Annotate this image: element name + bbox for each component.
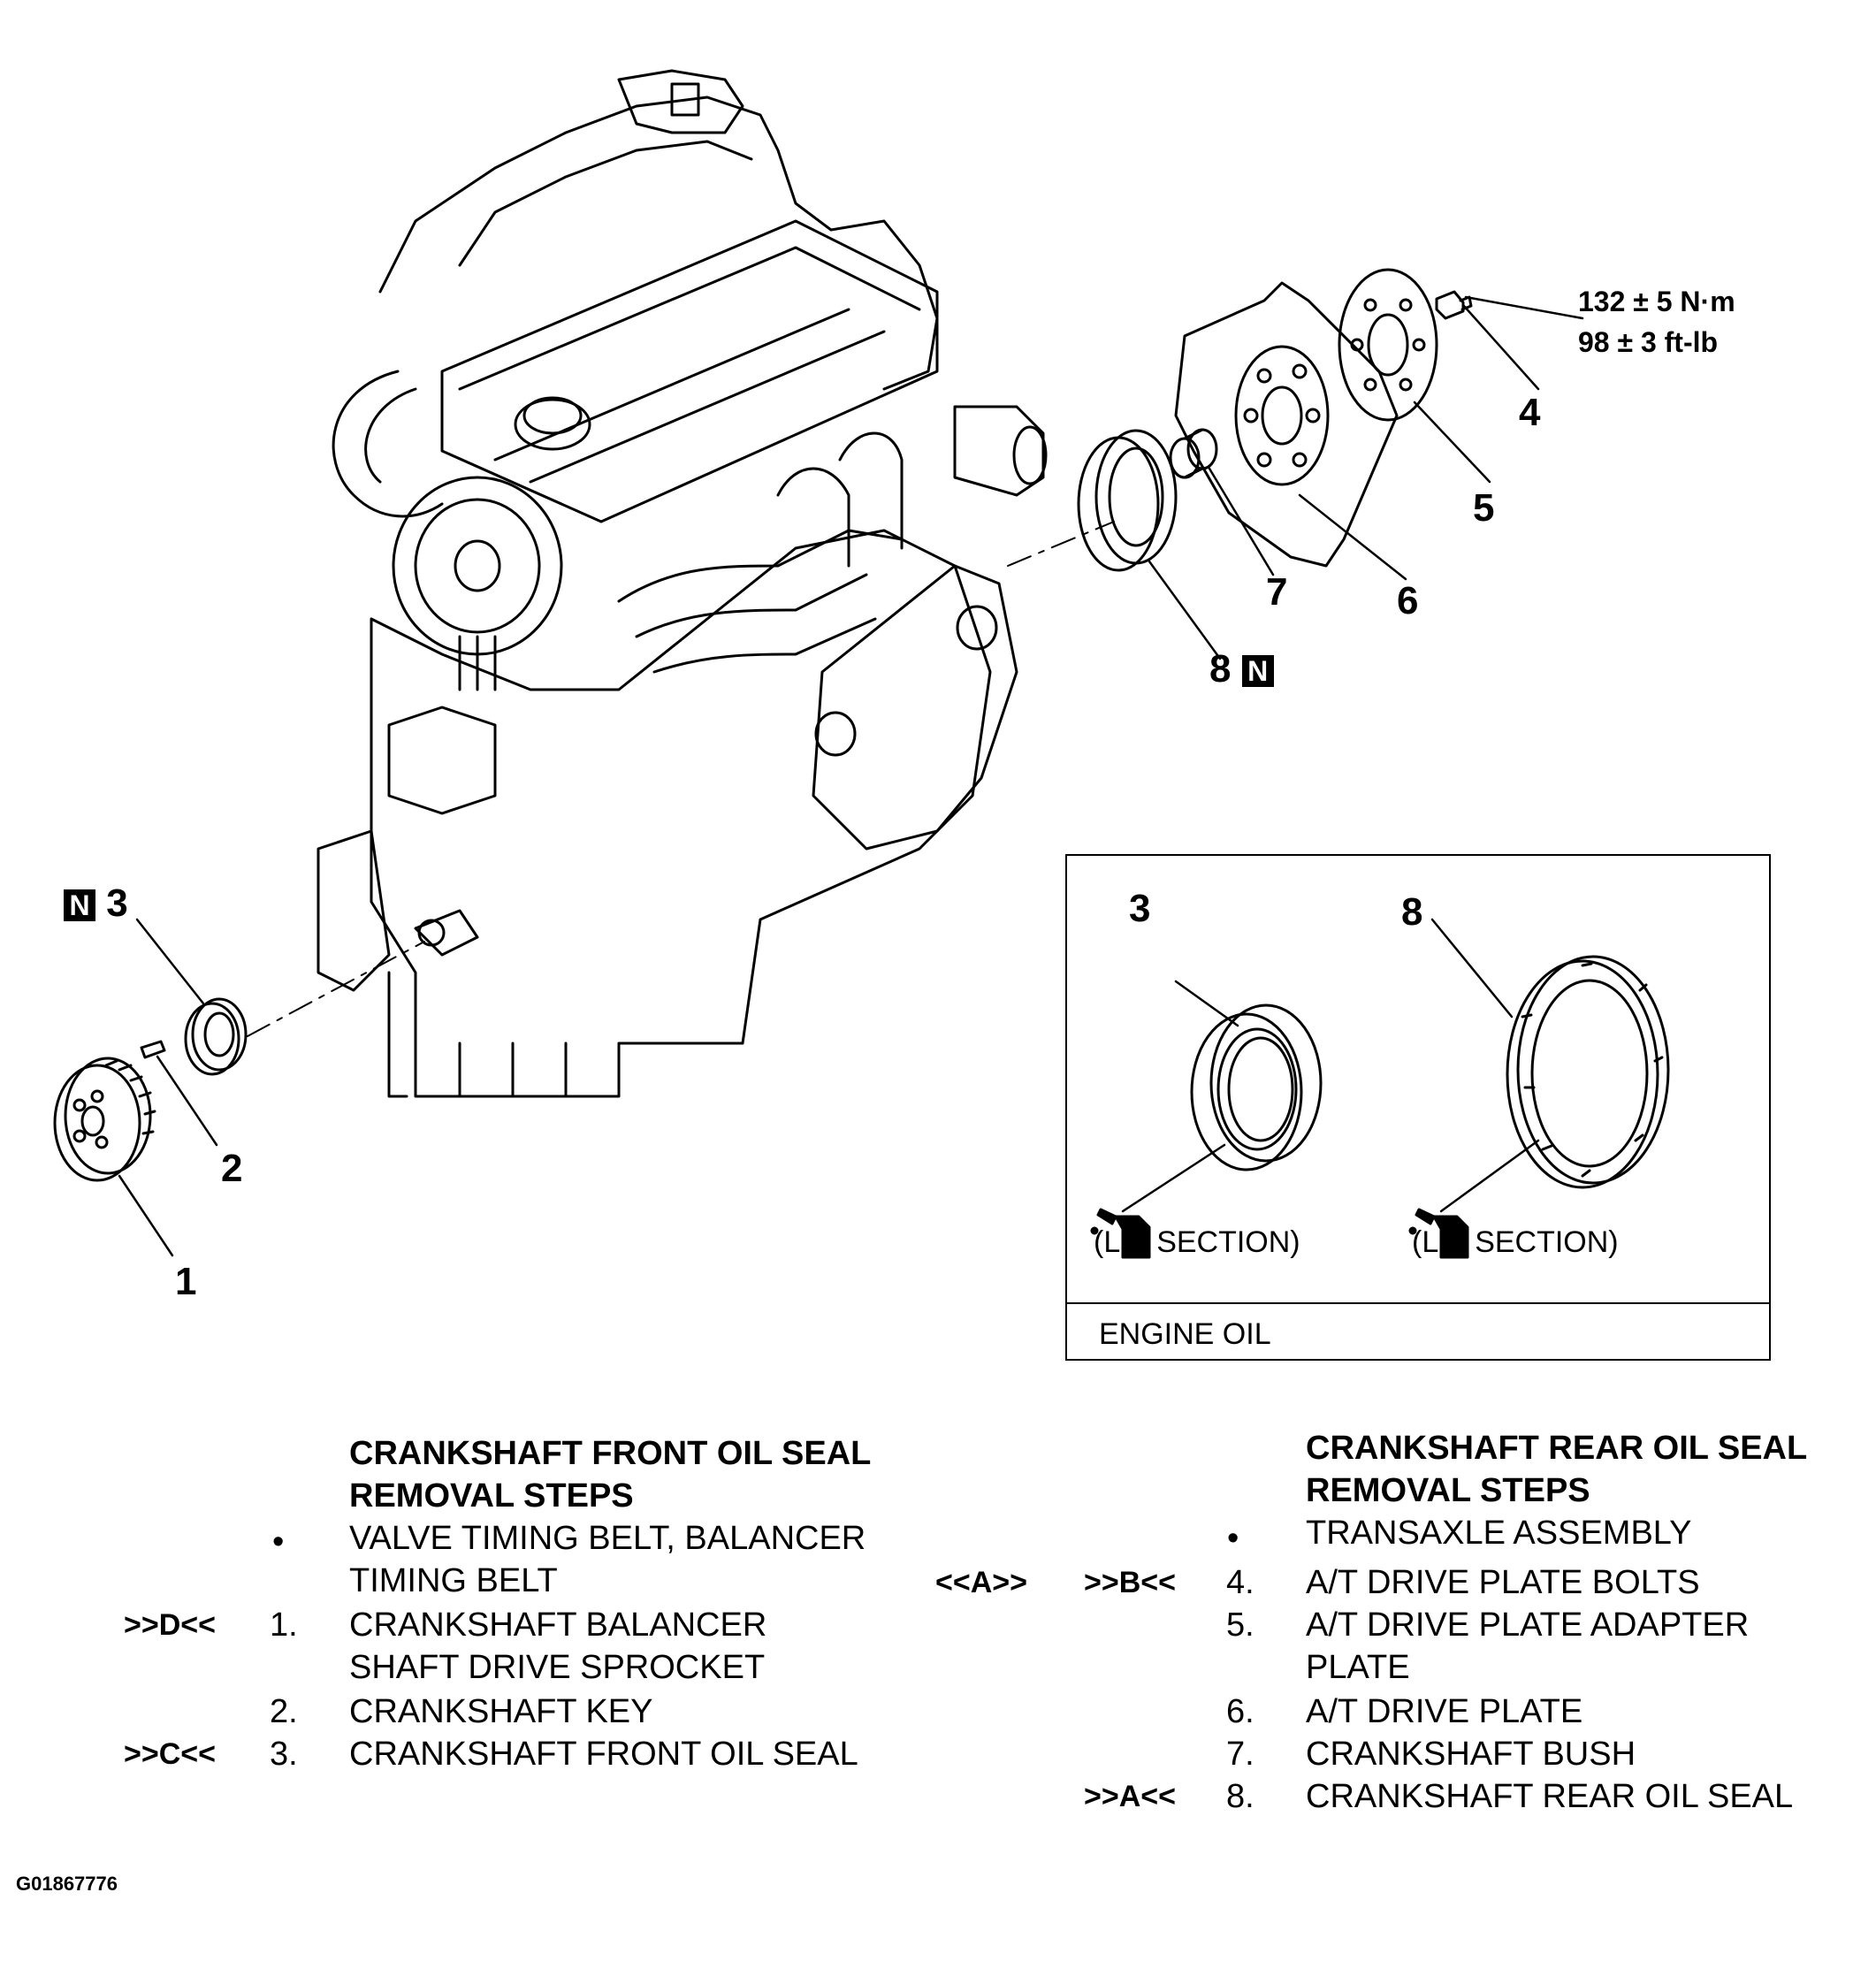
leader-line-6	[1298, 493, 1407, 581]
lip-section-label-right: (LIP SECTION)	[1412, 1225, 1619, 1259]
part-3-front-seal-drawing	[184, 997, 248, 1076]
rear-step-ref: <<A>>	[935, 1566, 1027, 1599]
callout-6: 6	[1397, 579, 1419, 622]
lip-section-label-left: (LIP SECTION)	[1094, 1225, 1300, 1259]
inset-lip-leader-3	[1121, 1143, 1226, 1213]
inset-divider	[1067, 1302, 1769, 1304]
callout-2: 2	[221, 1147, 243, 1190]
rear-step-ref: >>B<<	[1084, 1566, 1176, 1599]
torque-metric: 132 ± 5 N·m	[1578, 286, 1735, 317]
callout-1: 1	[175, 1260, 197, 1303]
front-steps-title-2: REMOVAL STEPS	[349, 1477, 634, 1515]
rear-step-ref: >>A<<	[1084, 1780, 1176, 1813]
rear-step-line: PLATE	[1306, 1649, 1410, 1686]
rear-steps-title-1: CRANKSHAFT REAR OIL SEAL	[1306, 1430, 1808, 1467]
front-steps-title-1: CRANKSHAFT FRONT OIL SEAL	[349, 1435, 872, 1472]
rear-step-number: 6.	[1226, 1693, 1254, 1730]
bullet-icon: •	[272, 1523, 285, 1560]
callout-8-group: 8 N	[1209, 650, 1274, 689]
front-step-line: CRANKSHAFT KEY	[349, 1693, 653, 1730]
leader-line-3	[135, 918, 205, 1005]
new-part-badge-icon: N	[1241, 655, 1274, 688]
rear-step-line: CRANKSHAFT BUSH	[1306, 1736, 1636, 1773]
rear-step-line: A/T DRIVE PLATE BOLTS	[1306, 1564, 1700, 1601]
callout-3-group: N 3	[64, 884, 128, 923]
inset-seal-8-drawing	[1506, 955, 1670, 1189]
callout-3: 3	[106, 881, 128, 925]
front-step-ref: >>C<<	[124, 1737, 216, 1771]
engine-oil-can-icon	[1090, 1208, 1151, 1259]
front-step-number: 2.	[270, 1693, 298, 1730]
part-2-key-drawing	[140, 1040, 166, 1059]
leader-line-8	[1148, 560, 1222, 660]
part-8-rear-seal-drawing	[1077, 429, 1178, 572]
bullet-icon: •	[1227, 1520, 1239, 1557]
engine-oil-inset: 3 8 (LIP SECTION) (LIP SECTION) ENGINE O…	[1065, 854, 1771, 1361]
part-6-drive-plate-drawing	[1174, 281, 1399, 568]
part-4-bolt-drawing	[1435, 290, 1473, 320]
leader-line-4	[1461, 303, 1540, 391]
front-step-line: VALVE TIMING BELT, BALANCER	[349, 1520, 866, 1557]
new-part-badge-icon: N	[64, 889, 95, 922]
callout-7: 7	[1266, 570, 1288, 614]
part-1-sprocket-drawing	[53, 1057, 156, 1182]
leader-line-5	[1413, 401, 1491, 484]
callout-5: 5	[1473, 486, 1495, 530]
inset-callout-3: 3	[1129, 887, 1151, 930]
torque-imperial: 98 ± 3 ft-lb	[1578, 326, 1719, 358]
front-step-number: 3.	[270, 1736, 298, 1773]
rear-step-number: 5.	[1226, 1606, 1254, 1644]
leader-line-2	[156, 1055, 218, 1147]
part-5-adapter-plate-drawing	[1338, 268, 1438, 422]
rear-step-line: A/T DRIVE PLATE ADAPTER	[1306, 1606, 1750, 1644]
front-step-number: 1.	[270, 1606, 298, 1644]
rear-step-number: 8.	[1226, 1778, 1254, 1815]
callout-8: 8	[1209, 647, 1232, 691]
inset-lip-leader-8	[1439, 1139, 1540, 1213]
front-step-ref: >>D<<	[124, 1608, 216, 1642]
leader-line-1	[118, 1174, 174, 1257]
front-step-line: CRANKSHAFT BALANCER	[349, 1606, 767, 1644]
rear-step-number: 7.	[1226, 1736, 1254, 1773]
rear-steps-title-2: REMOVAL STEPS	[1306, 1472, 1590, 1509]
rear-step-line: TRANSAXLE ASSEMBLY	[1306, 1515, 1692, 1552]
engine-assembly-drawing	[316, 69, 1048, 1098]
torque-leader-line	[1464, 295, 1584, 320]
inset-leader-8	[1430, 918, 1514, 1019]
engine-oil-label: ENGINE OIL	[1099, 1317, 1271, 1351]
engine-oil-can-icon-2	[1408, 1208, 1469, 1259]
front-step-line: CRANKSHAFT FRONT OIL SEAL	[349, 1736, 858, 1773]
front-step-line: TIMING BELT	[349, 1562, 558, 1599]
rear-step-line: A/T DRIVE PLATE	[1306, 1693, 1583, 1730]
rear-step-line: CRANKSHAFT REAR OIL SEAL	[1306, 1778, 1794, 1815]
torque-spec: 132 ± 5 N·m 98 ± 3 ft-lb	[1578, 281, 1735, 362]
front-step-line: SHAFT DRIVE SPROCKET	[349, 1649, 766, 1686]
inset-leader-3	[1174, 980, 1239, 1027]
figure-id: G01867776	[16, 1873, 118, 1895]
inset-callout-8: 8	[1401, 890, 1423, 934]
callout-4: 4	[1519, 391, 1541, 434]
inset-seal-3-drawing	[1190, 1003, 1323, 1171]
rear-step-number: 4.	[1226, 1564, 1254, 1601]
